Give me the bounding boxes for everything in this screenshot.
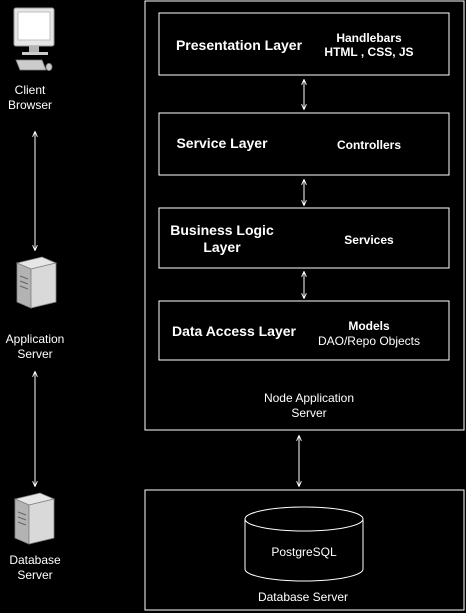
service-layer-box: Service Layer Controllers	[158, 112, 450, 176]
business-logic-title-line1: Business Logic	[170, 222, 274, 238]
client-browser-node: Client Browser	[8, 7, 55, 112]
business-logic-title-line2: Layer	[203, 239, 241, 255]
data-access-layer-box: Data Access Layer Models DAO/Repo Object…	[158, 300, 450, 361]
service-layer-detail: Controllers	[337, 138, 401, 152]
client-label-line1: Client	[15, 83, 46, 97]
db-server-label-line2: Server	[17, 568, 52, 582]
postgresql-cylinder: PostgreSQL	[244, 506, 364, 582]
server-tower-icon	[13, 492, 56, 545]
data-access-layer-title: Data Access Layer	[172, 323, 297, 339]
client-label-line2: Browser	[8, 98, 52, 112]
presentation-layer-detail-line2: HTML , CSS, JS	[324, 45, 413, 59]
application-server-node: Application Server	[6, 256, 65, 361]
postgresql-label: PostgreSQL	[271, 545, 337, 559]
database-server-label: Database Server	[258, 590, 348, 604]
node-server-label-line2: Server	[291, 406, 326, 420]
desktop-computer-icon	[13, 7, 55, 72]
business-logic-detail: Services	[344, 233, 394, 247]
app-server-label-line2: Server	[17, 347, 52, 361]
service-layer-title: Service Layer	[176, 135, 268, 151]
presentation-layer-title: Presentation Layer	[176, 37, 303, 53]
database-server-node: Database Server	[9, 492, 61, 582]
db-server-label-line1: Database	[9, 553, 61, 567]
presentation-layer-detail-line1: Handlebars	[336, 31, 402, 45]
server-tower-icon	[15, 256, 58, 309]
node-server-container	[144, 0, 465, 431]
database-server-container	[144, 489, 465, 611]
node-server-label-line1: Node Application	[264, 391, 354, 405]
presentation-layer-box: Presentation Layer Handlebars HTML , CSS…	[158, 12, 450, 76]
data-access-detail-line1: Models	[348, 319, 390, 333]
business-logic-layer-box: Business Logic Layer Services	[158, 207, 450, 269]
data-access-detail-line2: DAO/Repo Objects	[318, 334, 420, 348]
app-server-label-line1: Application	[6, 332, 65, 346]
